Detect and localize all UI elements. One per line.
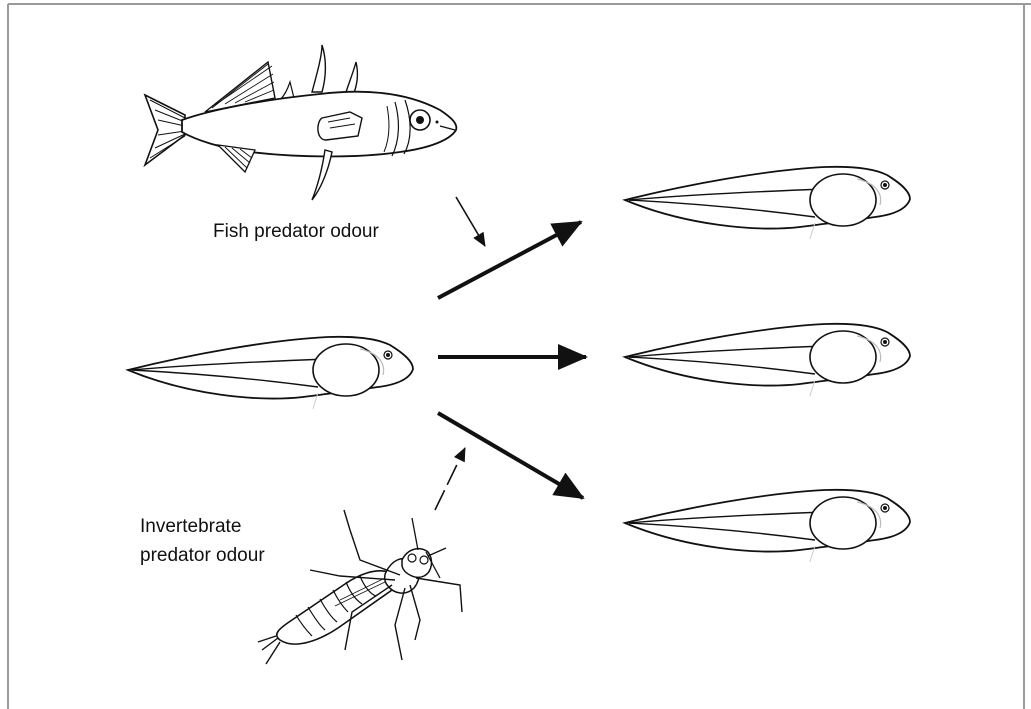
arrow-down [438,413,583,498]
invertebrate-predator-label-line2: predator odour [140,544,265,568]
tadpole-icon [128,337,413,409]
arrow-up [438,222,581,298]
tadpole-icon [625,167,910,239]
tadpole-icon [625,490,910,562]
invertebrate-odour-arrow [435,448,465,510]
fish-predator-label: Fish predator odour [213,220,379,244]
invertebrate-predator-label-line1: Invertebrate [140,515,241,539]
fish-icon [145,45,456,200]
tadpole-icon [625,324,910,396]
insect-larva-icon [258,510,462,664]
fish-odour-arrow [456,197,485,246]
